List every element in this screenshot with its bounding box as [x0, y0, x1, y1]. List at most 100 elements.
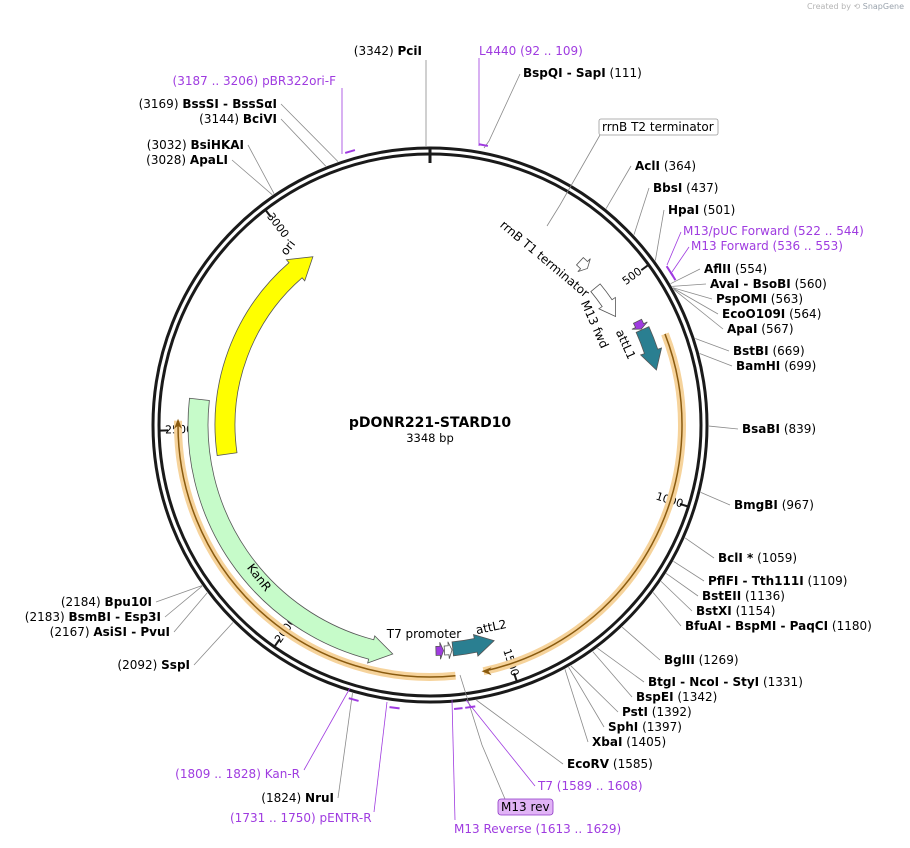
- enzyme-apali-name: ApaLI: [190, 153, 228, 167]
- primer-pbr322ori-f-name: pBR322ori-F: [262, 74, 336, 88]
- enzyme-pflfi-tth111i-leader: [673, 560, 705, 582]
- enzyme-sspi-name: SspI: [161, 658, 190, 672]
- primer-m13-reverse-leader: [451, 699, 456, 821]
- enzyme-btgi-ncoi-styi-position: (1331): [763, 675, 803, 689]
- snapgene-logo-icon: ⟲: [853, 2, 861, 11]
- enzyme-bsteii-position: (1136): [745, 589, 785, 603]
- enzyme-bsssi-bsss-i-position: (3169): [139, 97, 179, 111]
- enzyme-ecorv-leader: [476, 699, 564, 765]
- enzyme-bstxi-label: BstXI (1154): [696, 604, 775, 618]
- enzyme-pcii-name: PciI: [398, 44, 423, 58]
- enzyme-avai-bsobi-leader: [672, 283, 707, 287]
- enzyme-bsteii-label: BstEII (1136): [702, 589, 785, 603]
- enzyme-bamhi-name: BamHI: [736, 359, 780, 373]
- primer-pentr-r-leader: [373, 701, 388, 813]
- ori-arrow: [214, 256, 314, 457]
- enzyme-bsmbi-esp3i-name: BsmBI - Esp3I: [69, 610, 161, 624]
- kanr-arrow: [187, 397, 394, 664]
- enzyme-bfuai-bspmi-paqci-leader: [652, 592, 682, 627]
- attl2-arrow: [451, 633, 495, 657]
- primer-m13-puc-forward-range: (522 .. 544): [793, 224, 863, 238]
- enzyme-hpai-position: (501): [703, 203, 735, 217]
- enzyme-bsmbi-esp3i-label: (2183) BsmBI - Esp3I: [25, 610, 161, 624]
- orf-right-glow: [482, 332, 686, 676]
- enzyme-bspqi-sapi-leader: [483, 73, 521, 149]
- enzyme-ecorv-name: EcoRV: [567, 757, 610, 771]
- attl2-label: attL2: [475, 617, 508, 637]
- enzyme-apai-label: ApaI (567): [727, 322, 794, 336]
- enzyme-nrui-position: (1824): [261, 791, 301, 805]
- enzyme-apai-leader: [673, 289, 724, 330]
- enzyme-bmgbi-label: BmgBI (967): [734, 498, 814, 512]
- enzyme-sspi-leader: [193, 622, 234, 666]
- enzyme-bcivi-leader: [280, 118, 327, 167]
- primer-l4440-label: L4440 (92 .. 109): [479, 44, 583, 58]
- tick-label-500: 500: [620, 265, 645, 288]
- enzyme-psti-label: PstI (1392): [622, 705, 692, 719]
- enzyme-bsmbi-esp3i-leader: [164, 585, 203, 618]
- primer-m13-reverse-label: M13 Reverse (1613 .. 1629): [454, 822, 621, 836]
- tick-1000: [679, 502, 689, 508]
- enzyme-psti-leader: [570, 665, 619, 713]
- enzyme-xbai-label: XbaI (1405): [592, 735, 666, 749]
- enzyme-bbsi-name: BbsI: [653, 181, 682, 195]
- primer-kan-r-binding-site: [348, 697, 359, 702]
- rrnb-t2-terminator-label: rrnB T2 terminator: [602, 120, 714, 134]
- enzyme-apai-position: (567): [761, 322, 793, 336]
- enzyme-bpu10i-name: Bpu10I: [105, 595, 152, 609]
- primer-pentr-r-range: (1731 .. 1750): [230, 811, 316, 825]
- enzyme-btgi-ncoi-styi-name: BtgI - NcoI - StyI: [648, 675, 759, 689]
- primer-m13-forward-binding-site: [669, 271, 677, 281]
- primer-pbr322ori-f-label: (3187 .. 3206) pBR322ori-F: [173, 74, 337, 88]
- enzyme-aflii-leader: [670, 268, 701, 285]
- enzyme-bstbi-position: (669): [772, 344, 804, 358]
- feature-arrows: [187, 256, 663, 664]
- primer-kan-r-label: (1809 .. 1828) Kan-R: [175, 767, 300, 781]
- enzyme-bspei-position: (1342): [677, 690, 717, 704]
- enzyme-bamhi-label: BamHI (699): [736, 359, 816, 373]
- enzyme-btgi-ncoi-styi-leader: [597, 647, 645, 683]
- enzyme-bspqi-sapi-position: (111): [610, 66, 642, 80]
- enzyme-acli-leader: [605, 165, 632, 209]
- enzyme-bpu10i-label: (2184) Bpu10I: [61, 595, 152, 609]
- enzyme-bsteii-leader: [665, 573, 699, 597]
- enzyme-bsabi-label: BsaBI (839): [742, 422, 816, 436]
- primer-l4440-name: L4440: [479, 44, 516, 58]
- enzyme-nrui-name: NruI: [305, 791, 334, 805]
- primer-pbr322ori-f-range: (3187 .. 3206): [173, 74, 259, 88]
- enzyme-bstxi-position: (1154): [736, 604, 776, 618]
- primer-m13-reverse-range: (1613 .. 1629): [536, 822, 622, 836]
- enzyme-bsabi-leader: [708, 425, 739, 430]
- primer-m13-reverse-name: M13 Reverse: [454, 822, 532, 836]
- rrnb-t2-leader: [546, 134, 601, 227]
- primer-t7-binding-site: [465, 705, 476, 709]
- enzyme-bamhi-position: (699): [784, 359, 816, 373]
- rrnb-t2-terminator-arrow: [575, 257, 591, 273]
- primer-l4440-range: (92 .. 109): [520, 44, 583, 58]
- enzyme-nrui-label: (1824) NruI: [261, 791, 334, 805]
- tick-3000: [264, 209, 272, 218]
- enzyme-bstbi-label: BstBI (669): [733, 344, 805, 358]
- enzyme-pspomi-label: PspOMI (563): [716, 292, 803, 306]
- enzyme-bspei-leader: [592, 651, 633, 698]
- plasmid-length: 3348 bp: [406, 431, 454, 445]
- primer-pentr-r-label: (1731 .. 1750) pENTR-R: [230, 811, 372, 825]
- primer-m13-puc-forward-name: M13/pUC Forward: [683, 224, 790, 238]
- orf-left-head: [174, 418, 183, 429]
- label-leader-lines: [155, 58, 739, 821]
- enzyme-bsteii-name: BstEII: [702, 589, 741, 603]
- enzyme-bsssi-bsss-i-name: BssSI - BssSαI: [182, 97, 277, 111]
- enzyme-pcii-label: (3342) PciI: [354, 44, 422, 58]
- enzyme-asisi-pvui-name: AsiSI - PvuI: [93, 625, 170, 639]
- ori-label: ori: [278, 237, 299, 258]
- enzyme-sphi-leader: [568, 666, 605, 728]
- enzyme-sspi-position: (2092): [117, 658, 157, 672]
- enzyme-bspei-label: BspEI (1342): [636, 690, 717, 704]
- enzyme-bcli-position: (1059): [757, 551, 797, 565]
- enzyme-nrui-leader: [337, 692, 353, 799]
- enzyme-bstxi-leader: [660, 581, 693, 612]
- primer-t7-range: (1589 .. 1608): [557, 779, 643, 793]
- enzyme-pspomi-leader: [672, 287, 713, 300]
- enzyme-acli-position: (364): [664, 159, 696, 173]
